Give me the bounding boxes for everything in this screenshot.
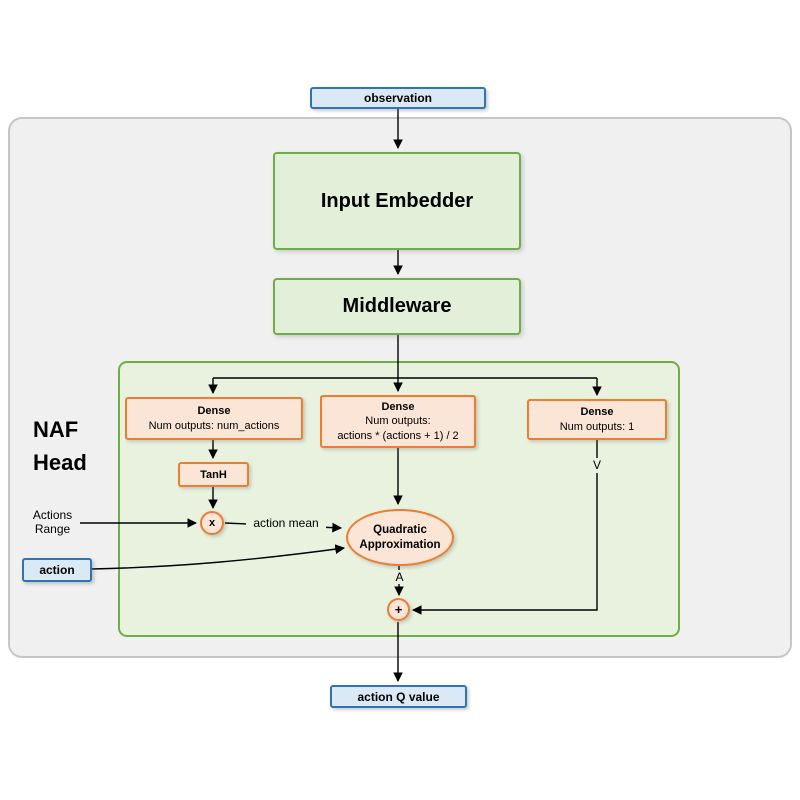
naf-head-label-line2: Head (33, 450, 87, 475)
actions-range-label: Actions Range (25, 508, 80, 536)
plus-label: + (394, 602, 403, 617)
dense-num-actions-outputs: Num outputs: num_actions (148, 419, 280, 432)
action-q-value-label: action Q value (357, 689, 440, 704)
v-label: V (589, 458, 605, 473)
naf-head-label-line1: NAF (33, 417, 79, 442)
actions-range-line2: Range (34, 522, 71, 536)
dense-quadratic-outputs-line1: Num outputs: (365, 415, 431, 428)
input-embedder-label: Input Embedder (320, 189, 474, 212)
dense-num-actions-box: Dense Num outputs: num_actions (125, 397, 303, 440)
action-label: action (39, 563, 75, 577)
action-mean-label: action mean (246, 516, 326, 530)
dense-value-outputs: Num outputs: 1 (559, 420, 635, 433)
plus-node: + (387, 598, 410, 621)
middleware-box: Middleware (273, 278, 521, 335)
middleware-label: Middleware (342, 295, 452, 317)
dense-value-title: Dense (580, 405, 614, 418)
action-box: action (22, 558, 92, 582)
observation-box: observation (310, 87, 486, 109)
multiply-label: x (208, 517, 216, 529)
tanh-box: TanH (178, 462, 249, 487)
dense-value-box: Dense Num outputs: 1 (527, 399, 667, 440)
quadratic-approximation-line2: Approximation (359, 538, 441, 551)
dense-quadratic-box: Dense Num outputs: actions * (actions + … (320, 395, 476, 448)
dense-quadratic-title: Dense (381, 400, 415, 413)
observation-label: observation (363, 91, 432, 105)
dense-num-actions-title: Dense (197, 404, 231, 417)
quadratic-approximation-node: Quadratic Approximation (346, 509, 454, 566)
multiply-node: x (200, 511, 224, 535)
actions-range-line1: Actions (32, 508, 73, 522)
action-q-value-box: action Q value (330, 685, 467, 708)
quadratic-approximation-line1: Quadratic (373, 523, 427, 536)
a-label: A (392, 570, 407, 584)
input-embedder-box: Input Embedder (273, 152, 521, 250)
dense-quadratic-outputs-line2: actions * (actions + 1) / 2 (337, 429, 459, 442)
tanh-label: TanH (200, 468, 227, 481)
naf-head-label: NAF Head (33, 413, 87, 479)
